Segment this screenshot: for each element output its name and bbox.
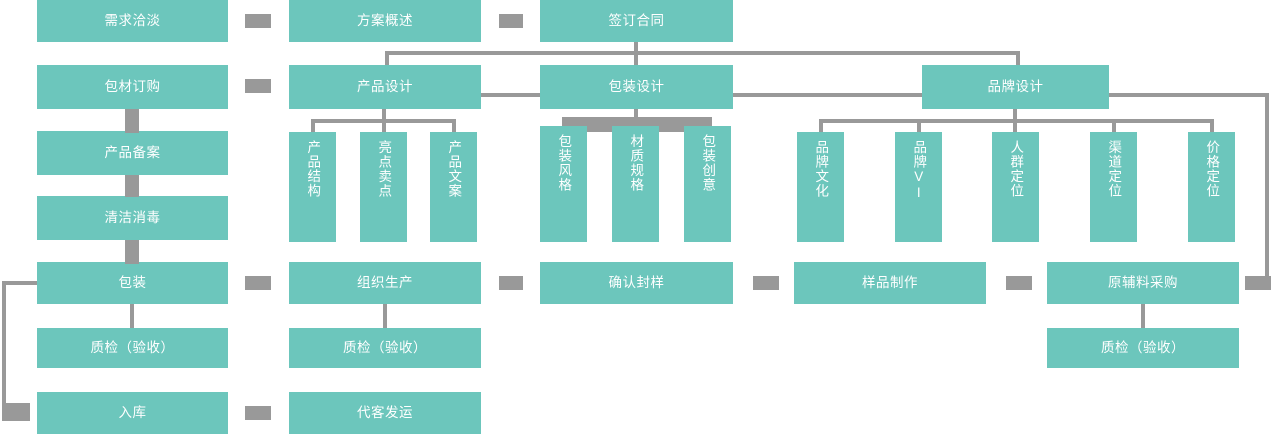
node-product-design[interactable]: 产品设计 [289, 65, 481, 109]
node-brand-culture[interactable]: 品牌文化 [797, 132, 844, 242]
node-label: 代客发运 [357, 404, 413, 420]
node-quality-check-production[interactable]: 质检（验收） [289, 328, 481, 368]
node-label: 包装创意 [700, 134, 716, 192]
node-label: 方案概述 [357, 12, 413, 28]
node-demand-negotiation[interactable]: 需求洽淡 [37, 0, 228, 42]
node-label: 入库 [118, 404, 147, 420]
connector-n6-n7 [733, 93, 922, 97]
node-label: 产品文案 [446, 140, 462, 198]
node-sample-production[interactable]: 样品制作 [794, 262, 986, 304]
connector-loop-top [2, 281, 38, 285]
node-label: 品牌文化 [813, 140, 829, 198]
connector-step-n22-n23 [499, 276, 523, 290]
node-channel-positioning[interactable]: 渠道定位 [1090, 132, 1137, 242]
connector-bus-drop-brand [1016, 51, 1020, 65]
connector-bus-drop-product [385, 51, 389, 65]
connector-bus-row2 [385, 51, 1020, 55]
connector-drop-n19 [1112, 119, 1116, 133]
node-material-spec[interactable]: 材质规格 [612, 126, 659, 242]
node-label: 产品结构 [305, 140, 321, 198]
node-brand-vi[interactable]: 品牌VI [895, 132, 942, 242]
connector-n7-down [1013, 109, 1017, 123]
node-brand-design[interactable]: 品牌设计 [922, 65, 1109, 109]
node-organize-production[interactable]: 组织生产 [289, 262, 481, 304]
connector-drop-n12 [452, 119, 456, 133]
connector-loop-end [2, 403, 30, 421]
node-clean-disinfect[interactable]: 清洁消毒 [37, 196, 228, 240]
node-label: 样品制作 [862, 274, 918, 290]
node-packaging-material-order[interactable]: 包材订购 [37, 65, 228, 109]
node-packaging[interactable]: 包装 [37, 262, 228, 304]
node-product-copy[interactable]: 产品文案 [430, 132, 477, 242]
node-quality-check-material[interactable]: 质检（验收） [1047, 328, 1239, 368]
connector-brand-right-down [1265, 93, 1269, 283]
connector-drop-n11 [382, 119, 386, 133]
node-label: 价格定位 [1204, 140, 1220, 198]
connector-n3-down [634, 42, 638, 55]
connector-n25-n28 [1141, 304, 1145, 329]
node-warehouse-in[interactable]: 入库 [37, 392, 228, 434]
connector-drop-n20 [1210, 119, 1214, 133]
connector-step-n1-n2 [245, 14, 271, 28]
connector-brand-right [1109, 93, 1269, 97]
node-label: 渠道定位 [1106, 140, 1122, 198]
connector-bus-drop-package [634, 51, 638, 65]
node-product-filing[interactable]: 产品备案 [37, 131, 228, 175]
node-confirm-sample-seal[interactable]: 确认封样 [540, 262, 733, 304]
connector-drop-n16 [819, 119, 823, 133]
node-product-structure[interactable]: 产品结构 [289, 132, 336, 242]
node-raw-material-purchase[interactable]: 原辅料采购 [1047, 262, 1239, 304]
connector-drop-n18 [1013, 119, 1017, 133]
node-label: 签订合同 [608, 12, 665, 28]
node-price-positioning[interactable]: 价格定位 [1188, 132, 1235, 242]
node-label: 需求洽淡 [104, 12, 161, 28]
node-label: 材质规格 [628, 134, 644, 192]
node-label: 质检（验收） [1101, 339, 1185, 355]
node-label: 质检（验收） [90, 339, 175, 355]
connector-n8-n9 [125, 175, 139, 197]
connector-step-n23-n24 [753, 276, 779, 290]
connector-step-into-n25 [1245, 276, 1271, 290]
node-label: 人群定位 [1008, 140, 1024, 198]
node-label: 质检（验收） [343, 339, 427, 355]
node-label: 品牌设计 [987, 78, 1044, 94]
node-label: 包装 [118, 274, 147, 290]
connector-step-n21-n22 [245, 276, 271, 290]
connector-n5-down [382, 109, 386, 123]
node-label: 包装风格 [556, 134, 572, 192]
node-drop-ship[interactable]: 代客发运 [289, 392, 481, 434]
connector-step-n24-n25 [1006, 276, 1032, 290]
node-plan-overview[interactable]: 方案概述 [289, 0, 481, 42]
connector-n21-n26 [130, 304, 134, 329]
node-package-creative[interactable]: 包装创意 [684, 126, 731, 242]
node-label: 产品设计 [357, 78, 413, 94]
node-quality-check-packaging[interactable]: 质检（验收） [37, 328, 228, 368]
node-label: 亮点卖点 [376, 140, 392, 198]
node-package-style[interactable]: 包装风格 [540, 126, 587, 242]
connector-loop-vertical [2, 281, 6, 407]
connector-step-n2-n3 [499, 14, 523, 28]
node-highlight-selling-point[interactable]: 亮点卖点 [360, 132, 407, 242]
node-label: 品牌VI [911, 140, 927, 201]
connector-drop-n10 [311, 119, 315, 133]
connector-n9-n21 [125, 240, 139, 264]
node-label: 包材订购 [104, 78, 161, 94]
node-label: 清洁消毒 [104, 209, 161, 225]
node-sign-contract[interactable]: 签订合同 [540, 0, 733, 42]
connector-n6-down [634, 109, 638, 119]
connector-bus-package-children [562, 117, 712, 132]
node-label: 组织生产 [357, 274, 413, 290]
connector-n5-n6 [481, 93, 541, 97]
connector-step-n4-n5 [245, 79, 271, 93]
connector-step-n29-n30 [245, 406, 271, 420]
connector-n4-n8 [125, 109, 139, 133]
node-package-design[interactable]: 包装设计 [540, 65, 733, 109]
node-label: 原辅料采购 [1108, 274, 1178, 290]
connector-drop-n17 [917, 119, 921, 133]
connector-n22-n27 [383, 304, 387, 329]
node-label: 确认封样 [608, 274, 665, 290]
node-label: 包装设计 [608, 78, 665, 94]
node-label: 产品备案 [104, 144, 161, 160]
node-audience-positioning[interactable]: 人群定位 [992, 132, 1039, 242]
